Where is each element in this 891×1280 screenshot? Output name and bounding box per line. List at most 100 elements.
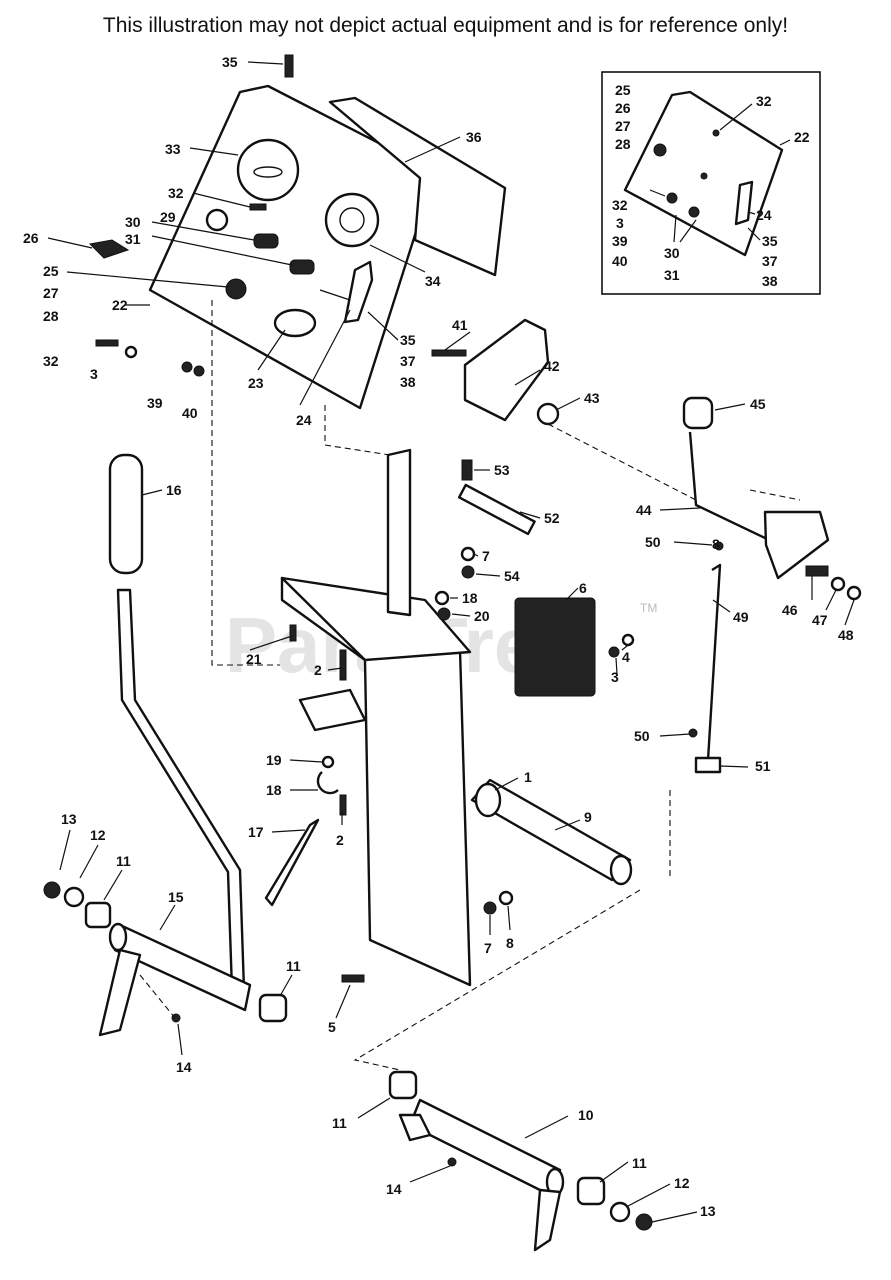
inset-label-24: 24 xyxy=(756,207,772,223)
label-1: 1 xyxy=(524,769,532,785)
inset-label-22: 22 xyxy=(794,129,810,145)
label-37: 37 xyxy=(400,353,416,369)
bracket-44 xyxy=(763,510,830,580)
label-18b: 18 xyxy=(266,782,282,798)
label-49: 49 xyxy=(733,609,749,625)
inset-label-31: 31 xyxy=(664,267,680,283)
lever-24 xyxy=(343,260,374,324)
lever-assembly-left xyxy=(43,453,288,1037)
label-34: 34 xyxy=(425,273,441,289)
inset-label-40: 40 xyxy=(612,253,628,269)
screw-32a xyxy=(249,203,267,211)
label-15: 15 xyxy=(168,889,184,905)
label-50: 50 xyxy=(645,534,661,550)
washer-7a xyxy=(460,546,476,562)
label-2b: 2 xyxy=(336,832,344,848)
hook-18 xyxy=(316,771,339,795)
control-assembly xyxy=(431,318,862,774)
washer-43 xyxy=(536,402,560,426)
label-32b: 32 xyxy=(43,353,59,369)
label-41: 41 xyxy=(452,317,468,333)
bushing-11b xyxy=(258,993,288,1023)
label-31: 31 xyxy=(125,231,141,247)
dash-panel-22 xyxy=(148,84,437,410)
inset-label-26: 26 xyxy=(615,100,631,116)
label-25: 25 xyxy=(43,263,59,279)
label-16: 16 xyxy=(166,482,182,498)
rod-49 xyxy=(706,563,722,761)
cable-17 xyxy=(264,818,320,907)
label-35: 35 xyxy=(222,54,238,70)
nut-3 xyxy=(608,646,620,658)
inset-label-35: 35 xyxy=(762,233,778,249)
inset-label-32b: 32 xyxy=(612,197,628,213)
label-27: 27 xyxy=(43,285,59,301)
washer-47 xyxy=(830,576,846,592)
bracket-52 xyxy=(457,483,536,536)
connector-lines xyxy=(139,300,801,1071)
clip-51 xyxy=(694,756,722,774)
label-17: 17 xyxy=(248,824,264,840)
knob-23 xyxy=(273,308,317,338)
label-7: 7 xyxy=(482,548,490,564)
label-48: 48 xyxy=(838,627,854,643)
label-28: 28 xyxy=(43,308,59,324)
nut-13b xyxy=(635,1213,653,1231)
label-21: 21 xyxy=(246,651,262,667)
gauge-33 xyxy=(236,138,300,202)
label-52: 52 xyxy=(544,510,560,526)
pedal-right-10 xyxy=(533,1188,562,1252)
inset-label-3: 3 xyxy=(616,215,624,231)
screw-32b xyxy=(95,339,119,347)
label-42: 42 xyxy=(544,358,560,374)
label-5: 5 xyxy=(328,1019,336,1035)
nut-13a xyxy=(43,881,61,899)
bolt-53 xyxy=(461,459,473,481)
washer-18a xyxy=(434,590,450,606)
label-29: 29 xyxy=(160,209,176,225)
leader-lines xyxy=(47,61,855,1223)
shaft-column xyxy=(298,688,367,732)
grip-16 xyxy=(108,453,144,575)
label-22: 22 xyxy=(112,297,128,313)
nut-7b xyxy=(483,901,497,915)
switch-25 xyxy=(225,278,247,300)
disclaimer-text: This illustration may not depict actual … xyxy=(102,14,789,37)
pin-14b xyxy=(447,1157,457,1167)
label-46: 46 xyxy=(782,602,798,618)
clip-50a xyxy=(714,541,724,551)
label-19: 19 xyxy=(266,752,282,768)
inset-label-37: 37 xyxy=(762,253,778,269)
label-40: 40 xyxy=(182,405,198,421)
label-30: 30 xyxy=(125,214,141,230)
label-11d: 11 xyxy=(632,1155,647,1171)
label-14: 14 xyxy=(176,1059,192,1075)
lower-shaft-assembly xyxy=(388,1070,653,1252)
label-23: 23 xyxy=(248,375,264,391)
washer-20 xyxy=(437,607,451,621)
inset-label-38: 38 xyxy=(762,273,778,289)
label-13: 13 xyxy=(61,811,77,827)
column-strap xyxy=(386,448,412,617)
inset-label-32a: 32 xyxy=(756,93,772,109)
dash-panel-assembly xyxy=(88,54,507,410)
washer-54 xyxy=(461,565,475,579)
label-6: 6 xyxy=(579,580,587,596)
label-11: 11 xyxy=(116,853,131,869)
label-54: 54 xyxy=(504,568,520,584)
washer-8b xyxy=(498,890,514,906)
control-42 xyxy=(463,318,550,422)
label-45: 45 xyxy=(750,396,766,412)
washer-3 xyxy=(124,345,138,359)
label-18: 18 xyxy=(462,590,478,606)
switch-30 xyxy=(253,233,279,249)
spring-46 xyxy=(805,565,829,577)
label-13b: 13 xyxy=(700,1203,716,1219)
switch-31 xyxy=(289,259,315,275)
label-8: 8 xyxy=(712,536,720,552)
dash-bracket-36 xyxy=(328,96,507,277)
inset-label-39: 39 xyxy=(612,233,628,249)
clip-50b xyxy=(688,728,698,738)
bushing-11a xyxy=(84,901,112,929)
